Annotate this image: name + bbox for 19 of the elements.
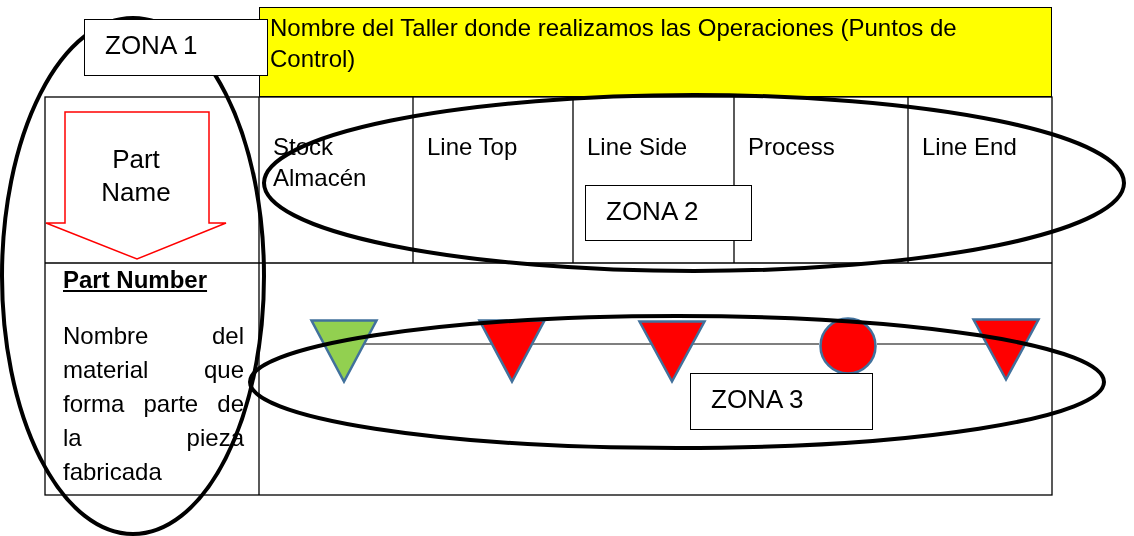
zone-label: ZONA 1 bbox=[84, 19, 268, 76]
connector-line bbox=[692, 343, 820, 345]
header-band: Nombre del Taller donde realizamos las Operaciones (Puntos de Control) bbox=[259, 7, 1052, 97]
column-header: Line End bbox=[908, 131, 1052, 162]
connector-line bbox=[364, 343, 492, 345]
cell-heading: Part Number bbox=[63, 267, 208, 292]
zone-label: ZONA 2 bbox=[585, 185, 752, 241]
zone-label: ZONA 3 bbox=[690, 373, 873, 430]
down-arrow: Part Name bbox=[45, 111, 227, 260]
column-header: Line Top bbox=[413, 131, 573, 162]
circle-marker bbox=[819, 317, 877, 375]
triangle-marker bbox=[478, 319, 546, 383]
column-header: Process bbox=[734, 131, 908, 162]
triangle-marker bbox=[638, 320, 706, 383]
triangle-marker bbox=[310, 319, 378, 383]
column-header: Line Side bbox=[573, 131, 734, 162]
triangle-marker bbox=[972, 318, 1040, 381]
connector-line bbox=[532, 343, 652, 345]
connector-line bbox=[876, 343, 987, 345]
